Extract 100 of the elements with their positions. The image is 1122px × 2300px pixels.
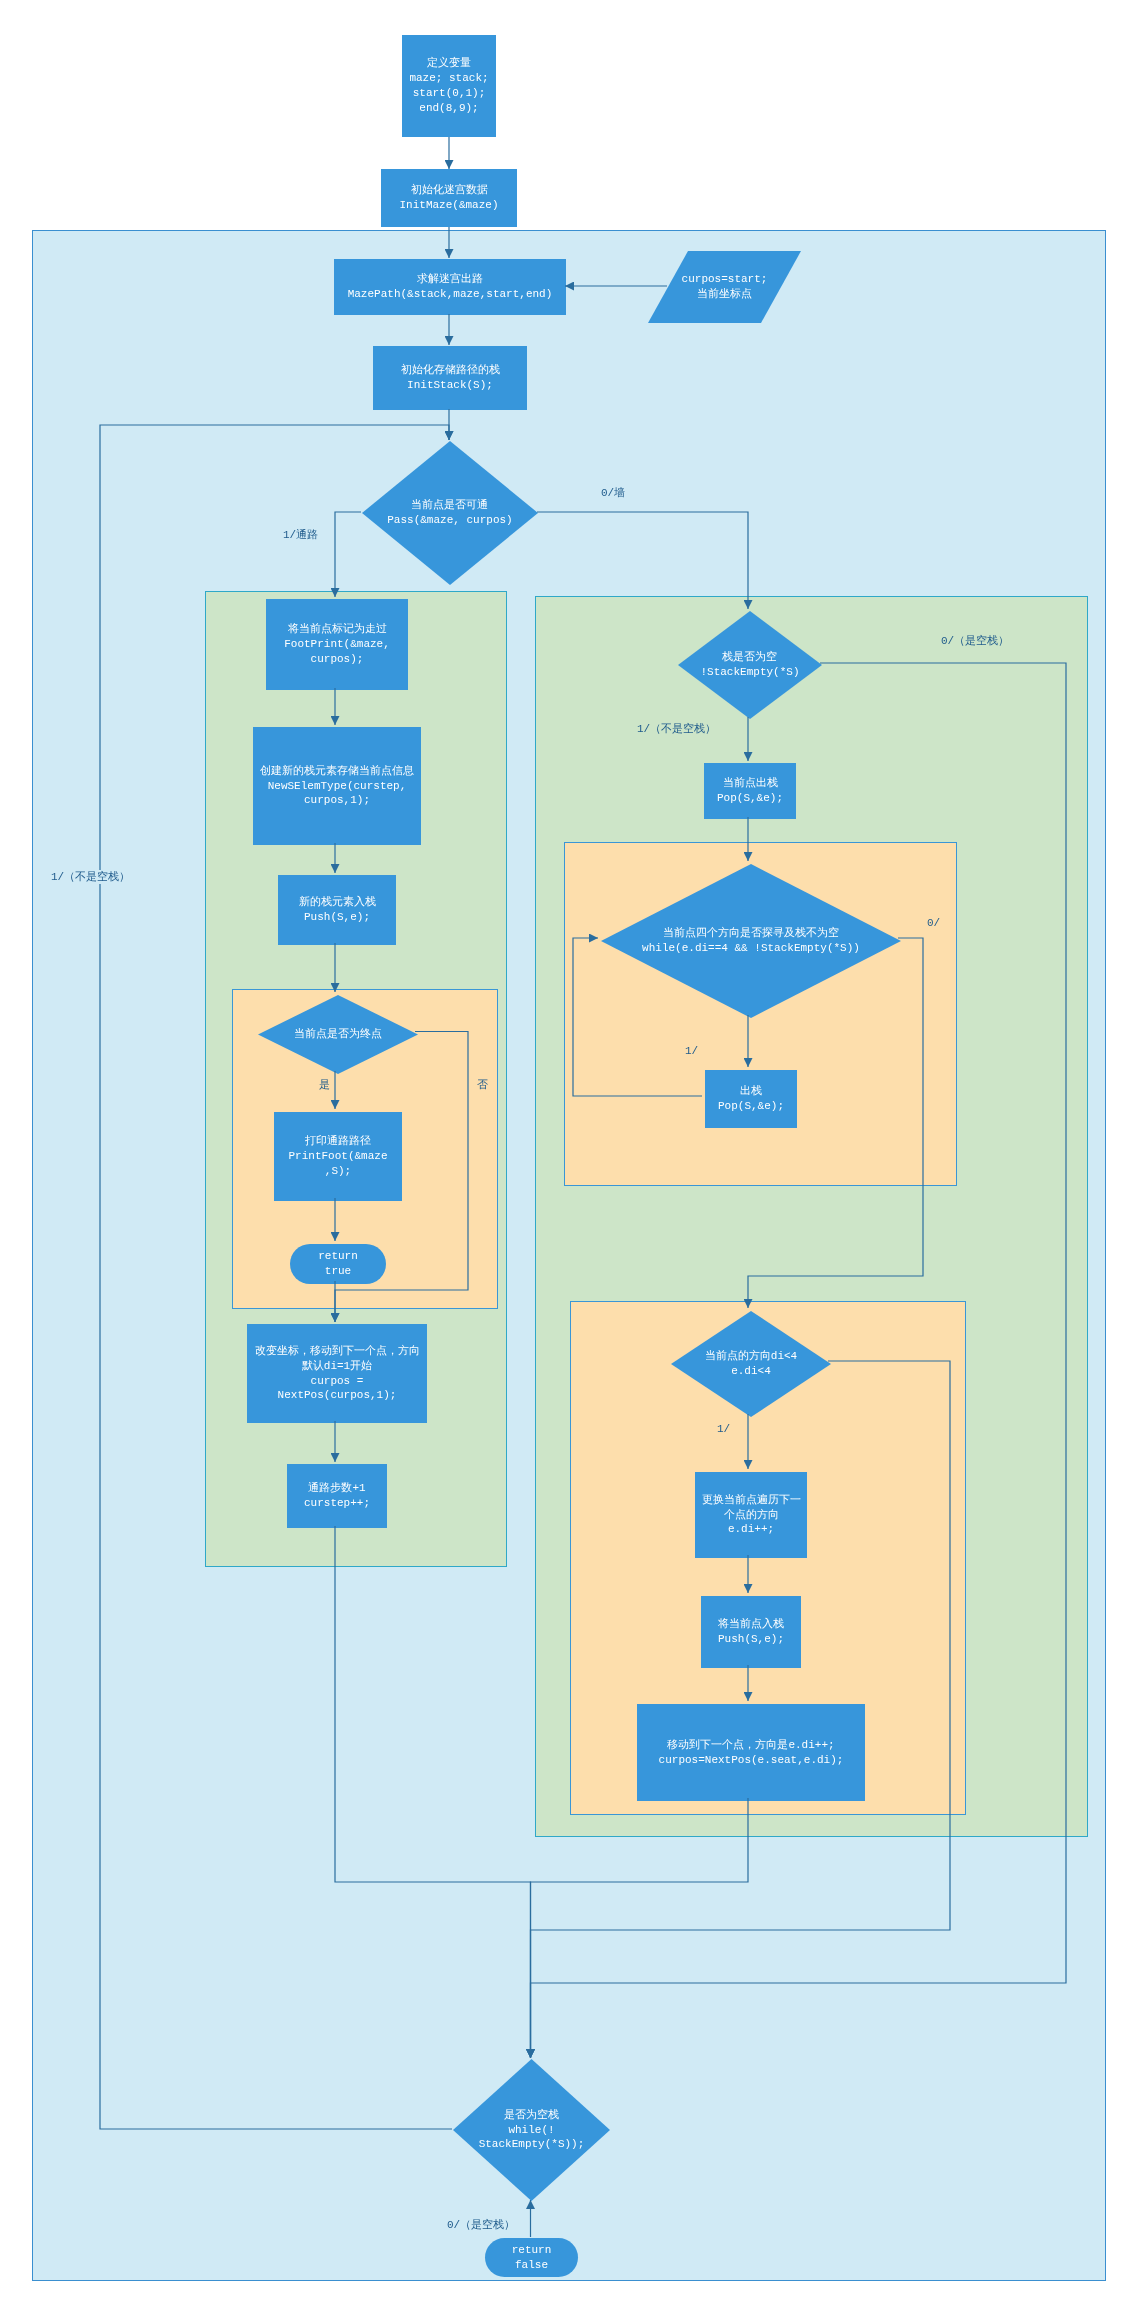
arrow xyxy=(572,933,703,1097)
node-text: curstep++; xyxy=(303,1496,371,1511)
node-text: 初始化迷宫数据 xyxy=(409,183,489,198)
decision-diamond xyxy=(258,995,418,1074)
process-box xyxy=(373,346,527,410)
decision-diamond xyxy=(453,2059,610,2201)
node-text: Pass(&maze, curpos) xyxy=(386,513,514,528)
edge-label: 是 xyxy=(318,1078,331,1092)
node-text: !StackEmpty(*S) xyxy=(699,665,801,680)
decision-diamond xyxy=(671,1311,831,1417)
node-text: PrintFoot(&maze ,S); xyxy=(287,1149,389,1179)
node-text: curpos=start; xyxy=(680,272,769,287)
edge-label: 1/通路 xyxy=(282,528,320,542)
node-text: curpos = NextPos(curpos,1); xyxy=(276,1373,398,1404)
node-text: 是否为空栈 xyxy=(503,2107,560,2123)
node-text: e.di<4 xyxy=(730,1364,772,1379)
group-panel xyxy=(32,230,1106,2281)
process-box xyxy=(266,599,408,690)
node-text: return false xyxy=(510,2242,553,2273)
group-panel xyxy=(232,989,498,1309)
arrow xyxy=(536,511,753,610)
node-text: while(e.di==4 && !StackEmpty(*S)) xyxy=(641,941,861,956)
node-text: NewSElemType(curstep, curpos,1); xyxy=(266,778,408,809)
arrow xyxy=(743,1014,753,1068)
terminal-pill xyxy=(485,2238,578,2277)
node-text: 当前坐标点 xyxy=(696,287,753,302)
node-text: Pop(S,&e); xyxy=(717,1099,785,1114)
node-text: 新的栈元素入栈 xyxy=(297,895,377,910)
arrow xyxy=(743,1554,753,1594)
arrow xyxy=(330,842,340,874)
arrow xyxy=(526,2199,535,2238)
process-box xyxy=(705,1070,797,1128)
node-text: 定义变量 xyxy=(426,56,472,72)
arrow xyxy=(564,281,668,291)
node-text: 当前点的方向di<4 xyxy=(703,1349,799,1364)
node-text: 初始化存储路径的栈 xyxy=(399,363,501,378)
node-text: 创建新的栈元素存储当前点信息 xyxy=(259,763,415,779)
process-box xyxy=(274,1112,402,1201)
node-text: 出栈 xyxy=(739,1084,763,1099)
arrow xyxy=(330,1280,340,1323)
arrow xyxy=(99,424,454,2130)
node-text: 栈是否为空 xyxy=(721,650,779,665)
node-text: return true xyxy=(317,1249,359,1279)
decision-diamond xyxy=(601,864,901,1018)
arrow xyxy=(743,937,924,1309)
node-text: 通路步数+1 xyxy=(307,1481,367,1496)
node-text: 当前点是否可通 xyxy=(410,498,490,513)
node-text: 将当前点入栈 xyxy=(717,1617,785,1632)
input-parallelogram xyxy=(648,251,801,323)
process-box xyxy=(253,727,421,845)
decision-diamond xyxy=(362,441,538,585)
arrow xyxy=(330,1197,340,1242)
arrow xyxy=(330,1420,340,1463)
node-text: InitMaze(&maze) xyxy=(398,198,500,213)
arrow xyxy=(743,1664,753,1702)
process-box xyxy=(402,35,496,137)
arrow xyxy=(526,1360,951,2059)
decision-diamond xyxy=(678,611,822,719)
node-text: Push(S,e); xyxy=(717,1632,785,1647)
process-box xyxy=(287,1464,387,1528)
terminal-pill xyxy=(290,1244,386,1284)
arrow xyxy=(330,1070,340,1110)
process-box xyxy=(381,169,517,227)
process-box xyxy=(247,1324,427,1423)
group-panel xyxy=(205,591,507,1567)
node-text: 当前点四个方向是否探寻及栈不为空 xyxy=(662,926,840,941)
arrow xyxy=(330,942,340,993)
edge-label: 否 xyxy=(476,1078,489,1092)
node-text: 打印通路路径 xyxy=(304,1134,372,1150)
node-text: Push(S,e); xyxy=(303,910,371,925)
arrow xyxy=(444,136,454,170)
node-text: 当前点出栈 xyxy=(721,776,779,791)
node-text: 移动到下一个点，方向是e.di++; xyxy=(666,1737,836,1753)
arrow xyxy=(743,1413,753,1470)
node-text: Pop(S,&e); xyxy=(716,791,784,806)
arrow xyxy=(743,716,753,762)
node-text: FootPrint(&maze, curpos); xyxy=(283,637,391,667)
group-panel xyxy=(570,1301,966,1815)
node-text: InitStack(S); xyxy=(406,378,494,393)
arrow xyxy=(743,816,753,862)
node-text: 当前点是否为终点 xyxy=(293,1027,383,1042)
node-text: 求解迷宫出路 xyxy=(416,272,484,287)
node-text: maze; stack; start(0,1); end(8,9); xyxy=(408,71,490,116)
arrow xyxy=(330,511,362,598)
arrow xyxy=(330,687,340,726)
process-box xyxy=(695,1472,807,1558)
group-panel xyxy=(535,596,1088,1837)
node-text: while(! StackEmpty(*S)); xyxy=(477,2122,586,2153)
arrow xyxy=(444,226,454,259)
node-text: 将当前点标记为走过 xyxy=(286,622,388,638)
node-text: curpos=NextPos(e.seat,e.di); xyxy=(657,1752,845,1768)
arrow xyxy=(444,313,454,346)
node-text: e.di++; xyxy=(726,1522,776,1538)
group-panel xyxy=(564,842,957,1186)
process-box xyxy=(334,259,566,315)
process-box xyxy=(701,1596,801,1668)
process-box xyxy=(637,1704,865,1801)
process-box xyxy=(704,763,796,819)
edge-label: 0/墙 xyxy=(600,486,627,500)
process-box xyxy=(278,875,396,945)
